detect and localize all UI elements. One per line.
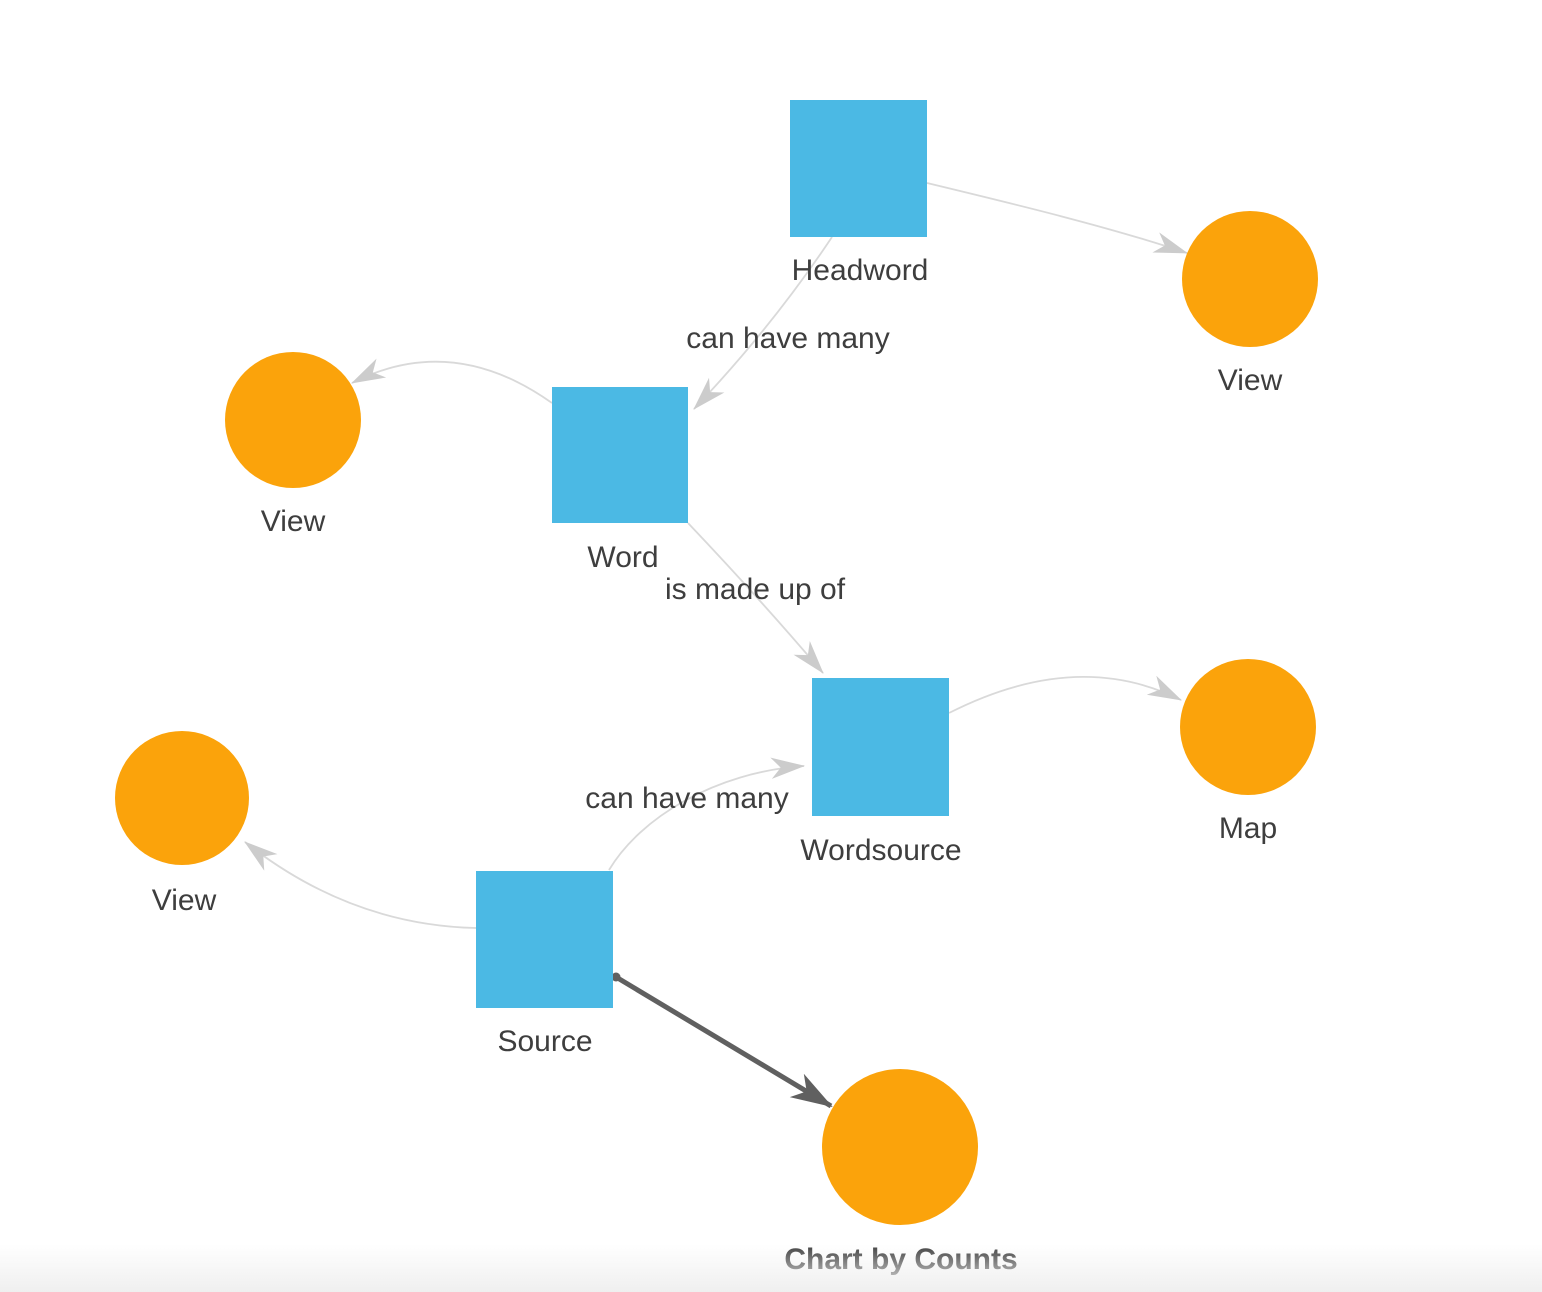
node-label-map: Map (1219, 812, 1277, 845)
edge-wordsource-map (948, 675, 1182, 714)
node-label-word: Word (587, 541, 658, 574)
node-view-top[interactable] (1182, 211, 1318, 347)
node-view-bottom[interactable] (115, 731, 249, 865)
node-label-view-top: View (1218, 364, 1283, 397)
node-wordsource[interactable] (812, 678, 949, 816)
edge-headword-view (926, 182, 1189, 254)
node-source[interactable] (476, 871, 613, 1008)
edge-source-view (244, 841, 477, 929)
edge-label-headword-word: can have many (686, 322, 889, 355)
node-word[interactable] (552, 387, 688, 523)
node-chart[interactable] (822, 1069, 978, 1225)
node-label-wordsource: Wordsource (800, 834, 961, 867)
node-label-headword: Headword (792, 254, 929, 287)
edge-headword-word (693, 236, 833, 410)
node-view-left[interactable] (225, 352, 361, 488)
node-label-view-bottom: View (152, 884, 217, 917)
node-label-source: Source (497, 1025, 592, 1058)
edge-source-wordsource (608, 757, 806, 871)
edge-word-wordsource (687, 522, 824, 674)
node-map[interactable] (1180, 659, 1316, 795)
node-label-chart-by-counts: Chart by Counts (784, 1243, 1017, 1276)
edge-label-source-wordsource: can have many (585, 782, 788, 815)
edge-label-word-wordsource: is made up of (665, 573, 846, 606)
edge-word-view (351, 358, 553, 404)
edge-source-chart-origin-dot (611, 972, 621, 982)
node-headword[interactable] (790, 100, 927, 237)
node-label-view-left: View (261, 505, 326, 538)
edge-source-chart (614, 974, 833, 1109)
